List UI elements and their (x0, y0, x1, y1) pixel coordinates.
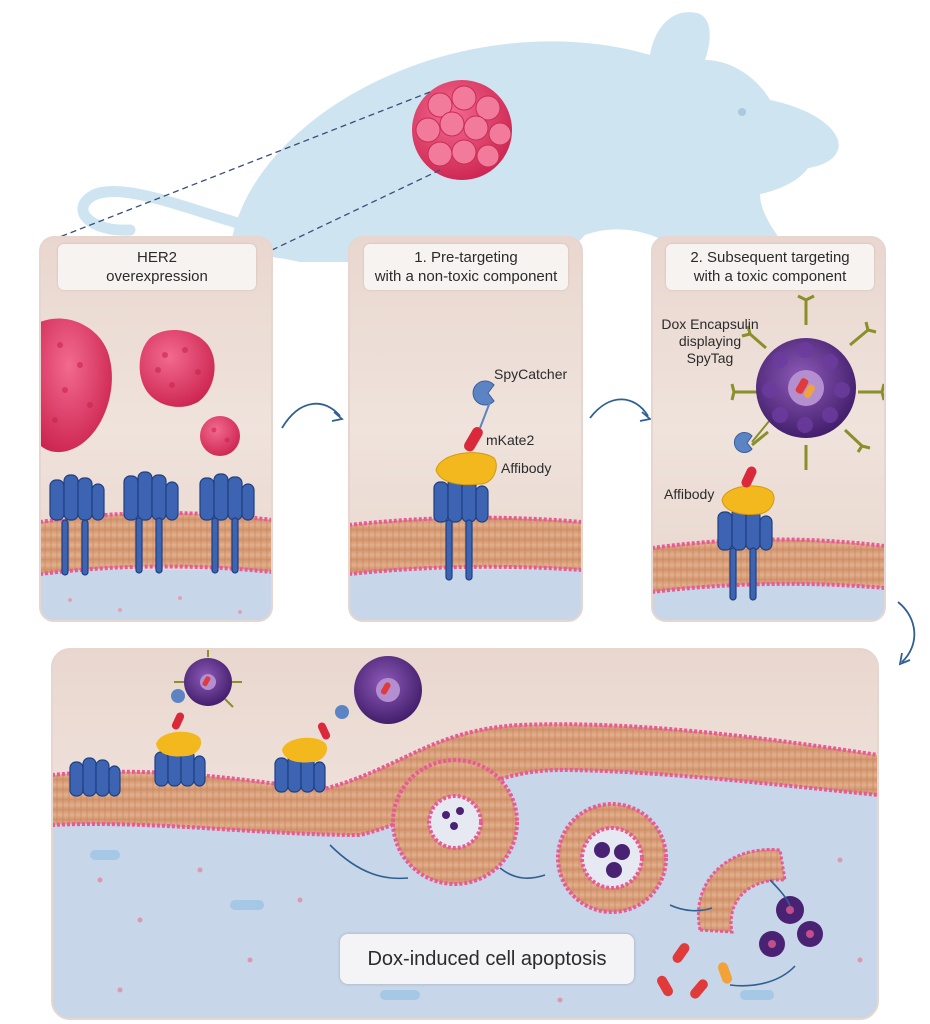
dox-label-line-2: displaying (678, 333, 742, 349)
panel-1-frame (39, 236, 273, 622)
mouse-silhouette (230, 12, 839, 262)
mkate2-label: mKate2 (486, 432, 535, 448)
panel-3-title-line-2: with a toxic component (693, 268, 847, 285)
panel-bottom-frame (51, 648, 879, 1020)
panel-1-title-line-1: HER2 (136, 249, 177, 266)
mouse-tail (77, 186, 254, 236)
panel-3-frame (651, 236, 886, 622)
dox-label-line-1: Dox Encapsulin (661, 316, 759, 332)
panel-3-title: 2. Subsequent targeting with a toxic com… (666, 244, 874, 290)
spycatcher-label: SpyCatcher (494, 366, 568, 382)
dox-label-line-3: SpyTag (686, 350, 734, 366)
arrow-1-to-2 (281, 402, 341, 429)
affibody-icon (435, 452, 497, 486)
spycatcher-icon (472, 380, 495, 406)
zoom-line-top (51, 91, 431, 241)
mouse-eye (738, 108, 746, 116)
panel-1-title: HER2 overexpression (58, 244, 256, 290)
arrow-3-to-bottom (897, 601, 916, 663)
panel-2 (349, 237, 582, 621)
mkate2-icon (464, 427, 483, 452)
panel-3-title-line-1: 2. Subsequent targeting (690, 249, 850, 266)
panel-2-title-line-1: 1. Pre-targeting (414, 249, 518, 266)
affibody-label-1: Affibody (501, 460, 552, 476)
panel-1 (40, 237, 272, 621)
arrow-2-to-3 (589, 398, 649, 419)
affibody-label-2: Affibody (664, 486, 715, 502)
panel-1-title-line-2: overexpression (106, 268, 208, 285)
tumor-cluster-icon (412, 80, 512, 180)
zoom-line-bottom (271, 169, 441, 251)
panel-2-frame (348, 236, 583, 622)
dox-encapsulin-label: Dox Encapsulin displaying SpyTag (660, 316, 760, 367)
panel-bottom (52, 649, 878, 1019)
panel-3 (652, 237, 885, 621)
apoptosis-caption: Dox-induced cell apoptosis (340, 934, 634, 984)
panel-2-title-line-2: with a non-toxic component (374, 268, 558, 285)
panel-2-title: 1. Pre-targeting with a non-toxic compon… (364, 244, 568, 290)
dox-encapsulin-icon (730, 294, 885, 470)
